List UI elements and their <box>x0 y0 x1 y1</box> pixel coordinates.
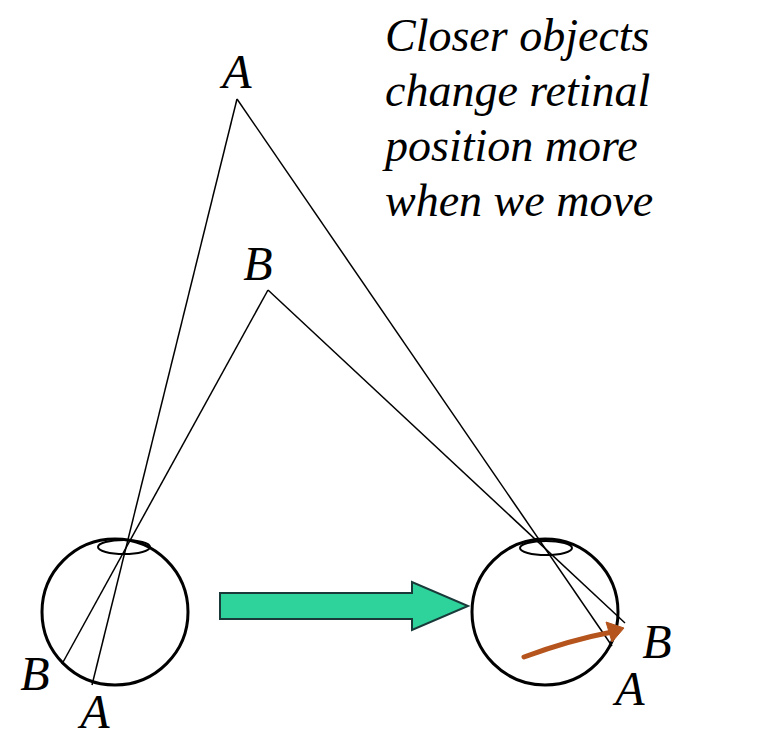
retinal-shift-arrow <box>524 622 624 657</box>
image-label: B <box>20 650 49 698</box>
left-eye <box>42 539 188 685</box>
lens <box>520 541 572 555</box>
eyeball <box>42 539 188 685</box>
image-label: B <box>642 618 671 666</box>
note-text: Closer objects change retinal position m… <box>385 8 730 228</box>
image-label: A <box>615 665 644 713</box>
point-label: B <box>243 240 272 288</box>
movement-arrow <box>220 582 468 630</box>
image-label: A <box>80 688 109 736</box>
point-label: A <box>222 48 251 96</box>
right-eye <box>472 539 618 685</box>
sight-line <box>92 99 237 685</box>
lens <box>98 540 150 554</box>
shift-head <box>606 622 624 642</box>
shift-curve <box>524 632 612 657</box>
sight-line <box>268 290 625 623</box>
eyeball <box>472 539 618 685</box>
